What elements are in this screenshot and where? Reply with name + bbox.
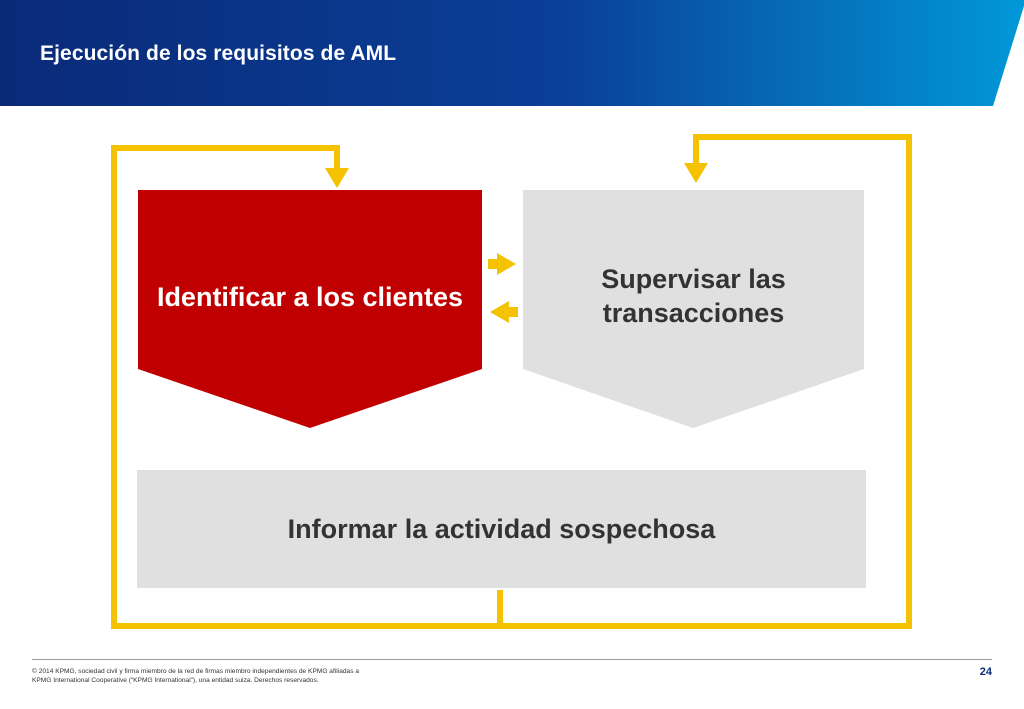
supervise-transactions-box (523, 190, 864, 428)
loop-connector-right (500, 134, 912, 629)
identify-customers-label: Identificar a los clientes (156, 281, 464, 312)
supervise-label-line2: transacciones (602, 298, 785, 328)
supervise-label-line1: Supervisar las (601, 264, 786, 294)
report-activity-label: Informar la actividad sospechosa (287, 513, 716, 544)
arrow-to-identify-icon (490, 301, 518, 323)
copyright-line2: KPMG International Cooperative (“KPMG In… (32, 677, 319, 684)
page-number: 24 (979, 666, 992, 678)
arrowhead-into-identify (325, 168, 349, 188)
header-gradient (0, 0, 1024, 106)
footer-copyright: © 2014 KPMG, sociedad civil y firma miem… (32, 667, 452, 685)
arrowhead-into-supervise (684, 163, 708, 183)
header-band (0, 0, 1024, 106)
copyright-line1: © 2014 KPMG, sociedad civil y firma miem… (32, 668, 359, 675)
supervise-transactions-label: Supervisar las transacciones (523, 190, 864, 430)
footer-divider (32, 659, 992, 660)
report-activity-box (137, 470, 866, 588)
loop-connector-left (111, 145, 503, 629)
page-title: Ejecución de los requisitos de AML (40, 42, 397, 65)
arrow-to-supervise-icon (488, 253, 516, 275)
identify-customers-box (138, 190, 482, 428)
